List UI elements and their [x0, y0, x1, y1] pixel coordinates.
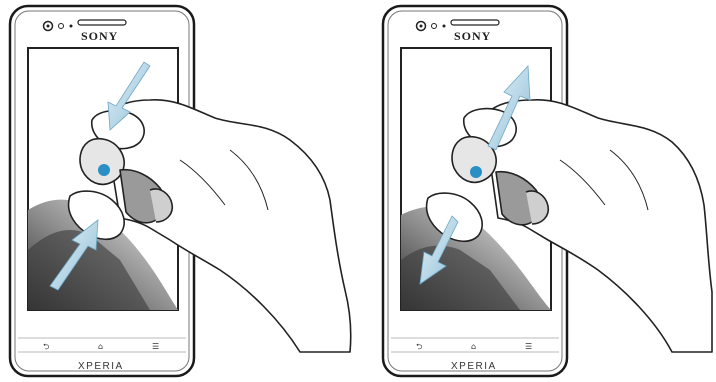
back-key-icon: ⮌ [43, 342, 49, 351]
back-key-icon: ⮌ [416, 342, 422, 351]
home-key-icon: ⌂ [98, 342, 103, 351]
menu-key-icon: ☰ [152, 342, 159, 351]
touch-point-left [98, 164, 110, 176]
phone-left: SONY ⮌ ⌂ ☰ XPERIA [10, 6, 351, 376]
brand-logo: SONY [81, 29, 118, 43]
home-key-icon: ⌂ [471, 342, 476, 351]
touch-point-right [470, 166, 482, 178]
menu-key-icon: ☰ [525, 342, 532, 351]
phone-right: SONY ⮌ ⌂ ☰ XPERIA [383, 6, 712, 376]
model-label: XPERIA [451, 361, 497, 372]
model-label: XPERIA [78, 361, 124, 372]
brand-logo: SONY [454, 29, 491, 43]
